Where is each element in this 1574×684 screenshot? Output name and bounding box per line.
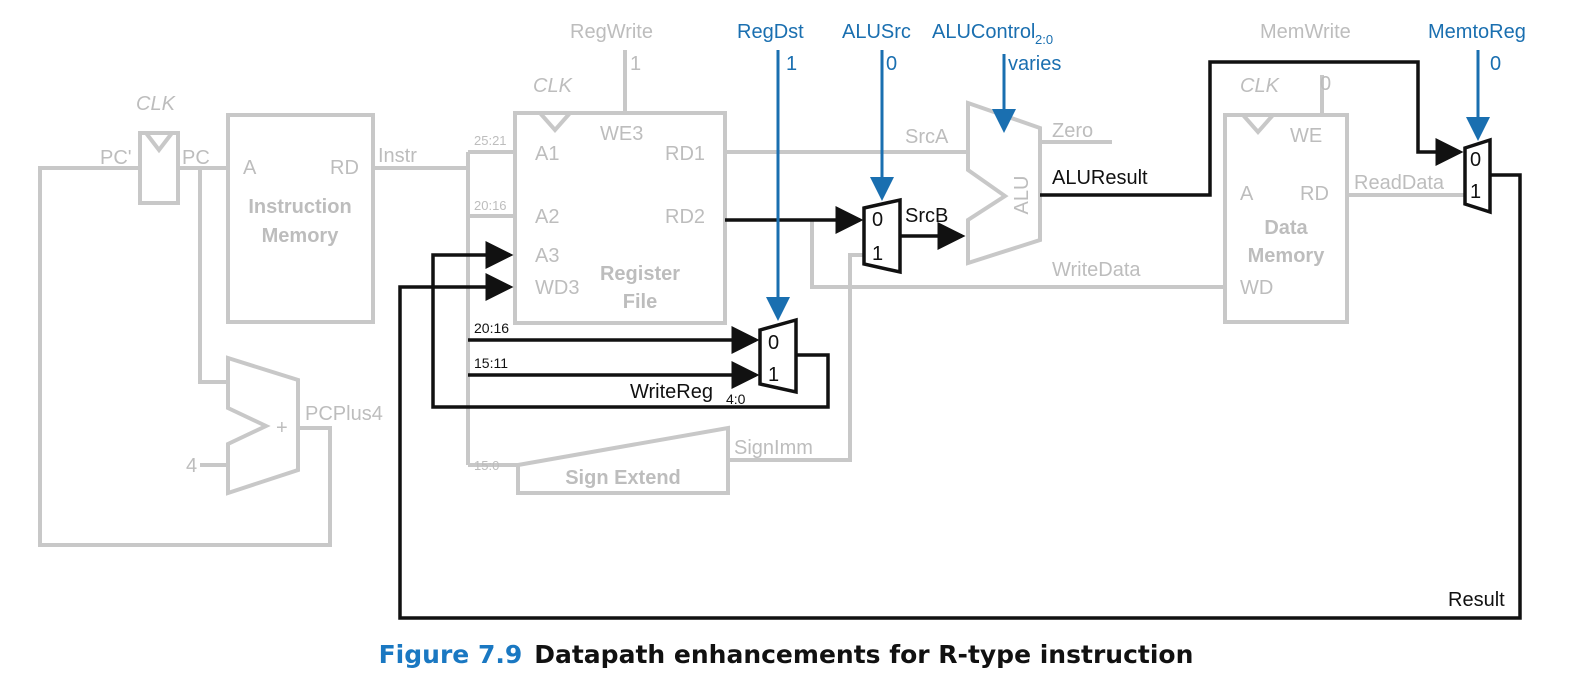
alusrc-mux: [862, 197, 902, 275]
regfile-title-line2: File: [623, 291, 657, 313]
regdst-mux: [758, 317, 798, 395]
srca-label: SrcA: [905, 126, 949, 148]
alusrc-value: 0: [886, 53, 897, 75]
regfile-we3-label: WE3: [600, 123, 643, 145]
sign-extend-unit: [516, 425, 730, 495]
inactive-wires: [38, 50, 1465, 547]
control-arrows: [766, 50, 1490, 321]
zero-label: Zero: [1052, 120, 1093, 142]
readdata-label: ReadData: [1354, 172, 1445, 194]
dmem-we-label: WE: [1290, 125, 1322, 147]
dmem-rd-label: RD: [1300, 183, 1329, 205]
writereg-subscript: 4:0: [726, 391, 746, 407]
dmem-title-line1: Data: [1264, 217, 1308, 239]
alucontrol-value: varies: [1008, 53, 1061, 75]
pc-adder: [226, 355, 300, 496]
figure-caption: Figure 7.9 Datapath enhancements for R-ty…: [379, 640, 1194, 669]
memtoreg-mux: [1463, 137, 1492, 215]
pc-label: PC: [182, 147, 210, 169]
alusrc-mux-in0: 0: [872, 209, 883, 231]
memtoreg-label: MemtoReg: [1428, 21, 1526, 43]
register-file: [513, 111, 727, 325]
regfile-a1-label: A1: [535, 143, 559, 165]
regfile-clk-label: CLK: [533, 75, 574, 97]
field-imm-label: 15:0: [474, 458, 499, 473]
aluresult-label: ALUResult: [1052, 167, 1148, 189]
imem-rd-label: RD: [330, 157, 359, 179]
pc-clk-label: CLK: [136, 93, 177, 115]
result-label: Result: [1448, 589, 1505, 611]
regfile-a2-label: A2: [535, 206, 559, 228]
regfile-rd2-label: RD2: [665, 206, 705, 228]
pc-register: [138, 131, 180, 205]
memwrite-value: 0: [1320, 73, 1331, 95]
field-rs-label: 25:21: [474, 133, 507, 148]
pc-prime-label: PC': [100, 147, 132, 169]
imem-addr-label: A: [243, 157, 257, 179]
imem-title-line2: Memory: [262, 225, 340, 247]
field-rt-label: 20:16: [474, 198, 507, 213]
memtoreg-mux-in1: 1: [1470, 181, 1481, 203]
writedata-label: WriteData: [1052, 259, 1141, 281]
regdst-value: 1: [786, 53, 797, 75]
alusrc-mux-in1: 1: [872, 243, 883, 265]
field-rd-label: 15:11: [474, 355, 508, 371]
regfile-a3-label: A3: [535, 245, 559, 267]
data-memory: [1223, 113, 1349, 324]
pc-adder-four: 4: [186, 455, 197, 477]
dmem-wd-label: WD: [1240, 277, 1273, 299]
regdst-label: RegDst: [737, 21, 804, 43]
regdst-mux-in1: 1: [768, 364, 779, 386]
sign-extend-label: Sign Extend: [565, 467, 681, 489]
alucontrol-subscript: 2:0: [1035, 32, 1053, 47]
alucontrol-label: ALUControl: [932, 21, 1035, 43]
signimm-label: SignImm: [734, 437, 813, 459]
pcplus4-label: PCPlus4: [305, 403, 383, 425]
memtoreg-value: 0: [1490, 53, 1501, 75]
regdst-mux-in0: 0: [768, 332, 779, 354]
alu-unit: [966, 100, 1042, 266]
figure-number: Figure 7.9: [379, 640, 523, 669]
dmem-addr-label: A: [1240, 183, 1254, 205]
alu-text: ALU: [1011, 176, 1033, 215]
regfile-title-line1: Register: [600, 263, 680, 285]
active-wires: [398, 60, 1522, 620]
alusrc-label: ALUSrc: [842, 21, 911, 43]
dmem-title-line2: Memory: [1248, 245, 1326, 267]
imem-title-line1: Instruction: [248, 196, 351, 218]
memtoreg-mux-in0: 0: [1470, 149, 1481, 171]
srcb-label: SrcB: [905, 205, 948, 227]
field-rt2-label: 20:16: [474, 320, 509, 336]
instruction-memory: [226, 113, 375, 324]
writereg-label: WriteReg: [630, 381, 713, 403]
memwrite-label: MemWrite: [1260, 21, 1351, 43]
regfile-wd3-label: WD3: [535, 277, 579, 299]
figure-title: Datapath enhancements for R-type instruc…: [534, 640, 1193, 669]
dmem-clk-label: CLK: [1240, 75, 1281, 97]
regfile-rd1-label: RD1: [665, 143, 705, 165]
instr-label: Instr: [378, 145, 417, 167]
regwrite-value: 1: [630, 53, 641, 75]
regwrite-label: RegWrite: [570, 21, 653, 43]
pc-adder-plus: +: [276, 417, 288, 439]
